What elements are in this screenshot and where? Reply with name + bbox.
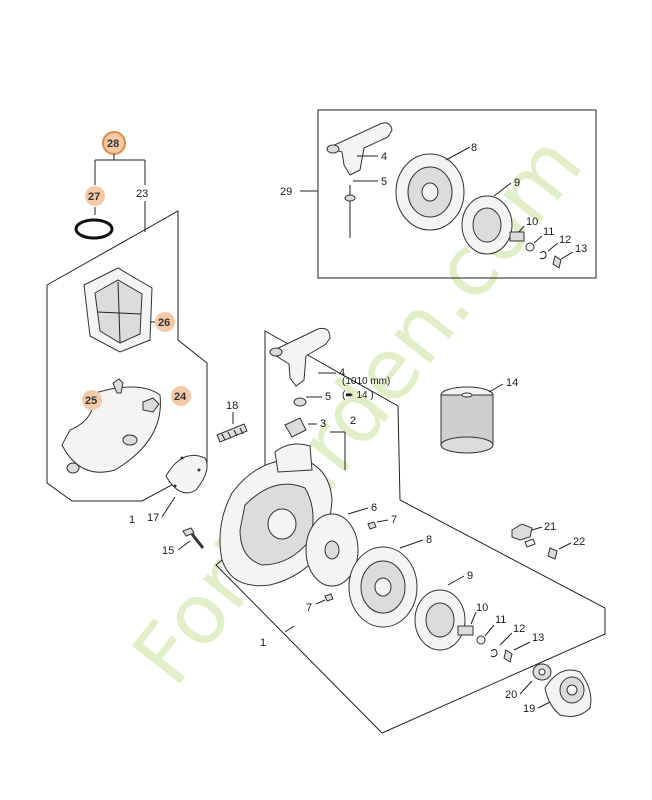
rope-length-note: (1010 mm) <box>342 376 390 387</box>
watermark-text: Fortgarden.com <box>114 117 601 702</box>
callout-18: 18 <box>226 400 238 412</box>
spring-strip <box>216 423 248 443</box>
callout-10: 10 <box>476 602 488 614</box>
callout-3: 3 <box>320 418 326 430</box>
callout-5-inset: 5 <box>381 176 387 188</box>
cover-nut <box>142 397 160 413</box>
inset-box-29: 4 5 8 9 10 11 12 13 29 <box>280 109 597 279</box>
starter-grip <box>268 327 331 387</box>
rope-rotor <box>348 546 418 628</box>
callout-26: 26 <box>158 317 170 329</box>
callout-4: 4 <box>339 367 345 379</box>
callout-8: 8 <box>426 534 432 546</box>
callout-12-inset: 12 <box>559 234 571 246</box>
callout-29: 29 <box>280 186 292 198</box>
screw-inset <box>552 255 562 269</box>
callout-12: 12 <box>513 623 525 635</box>
bolt-15 <box>182 527 205 549</box>
starter-cup <box>544 669 592 717</box>
callout-9: 9 <box>467 570 473 582</box>
callout-11: 11 <box>495 614 506 626</box>
screw-13 <box>503 649 513 663</box>
callout-13: 13 <box>532 632 544 644</box>
filter-cover <box>61 386 161 474</box>
callout-23: 23 <box>136 188 148 200</box>
callout-24-badge <box>171 386 191 406</box>
pawl <box>457 625 474 636</box>
pawl-screw <box>547 547 558 560</box>
callout-27: 27 <box>88 191 100 203</box>
air-filter-element <box>83 267 153 353</box>
callout-28: 28 <box>107 138 119 150</box>
callout-14: 14 <box>506 377 518 389</box>
washer <box>476 635 486 645</box>
callout-1-left: 1 <box>129 514 135 526</box>
starter-assembly: 4 5 (1010 mm) (➨ 14 ) 3 2 6 7 <box>215 327 606 734</box>
callout-25: 25 <box>85 395 97 407</box>
rope-bush <box>293 397 307 407</box>
callout-20: 20 <box>505 689 517 701</box>
gasket-plate <box>165 454 208 494</box>
washer-disc <box>305 513 359 587</box>
callout-19: 19 <box>523 703 535 715</box>
callout-21: 21 <box>544 521 556 533</box>
rope-rotor-inset <box>395 153 465 231</box>
callout-27-badge <box>85 186 105 206</box>
rope-ref-note: (➨ 14 ) <box>342 390 374 401</box>
starter-grip-inset <box>326 122 393 176</box>
callout-4-inset: 4 <box>381 151 387 163</box>
callout-10-inset: 10 <box>526 216 538 228</box>
nut-20 <box>532 663 552 681</box>
spring-cassette <box>414 589 466 651</box>
callout-24: 24 <box>174 391 187 403</box>
cover-screw <box>112 378 124 394</box>
callout-9-inset: 9 <box>514 177 520 189</box>
callout-17: 17 <box>147 512 159 524</box>
callout-25-badge <box>82 390 102 410</box>
pawl-kit <box>511 523 536 548</box>
spring-cassette-inset <box>461 195 513 255</box>
callout-11-inset: 11 <box>543 226 554 238</box>
o-ring <box>74 218 114 240</box>
washer-inset <box>525 242 535 252</box>
callout-7-upper: 7 <box>391 514 397 526</box>
callout-8-inset: 8 <box>471 142 477 154</box>
spring-clip <box>490 649 498 658</box>
callout-26-badge <box>155 312 175 332</box>
callout-22: 22 <box>573 536 585 548</box>
callout-13-inset: 13 <box>575 243 587 255</box>
small-parts-left: 18 17 15 <box>147 400 248 557</box>
rope-spool <box>440 386 494 454</box>
callout-5: 5 <box>325 391 331 403</box>
fan-housing <box>219 443 333 587</box>
callout-15: 15 <box>162 545 174 557</box>
screw-7-upper <box>367 521 377 530</box>
rope-guide <box>284 417 307 438</box>
screw-7-lower <box>324 593 334 602</box>
watermark: Fortgarden.com <box>114 117 601 702</box>
pawl-inset <box>509 231 525 242</box>
rope-bush-inset <box>344 194 356 202</box>
air-filter-group: 28 27 23 26 25 24 <box>46 131 208 526</box>
callout-6: 6 <box>371 502 377 514</box>
spring-clip-inset <box>539 251 547 260</box>
callout-2: 2 <box>350 415 356 427</box>
callout-1: 1 <box>260 637 266 649</box>
callout-7-lower: 7 <box>306 602 312 614</box>
